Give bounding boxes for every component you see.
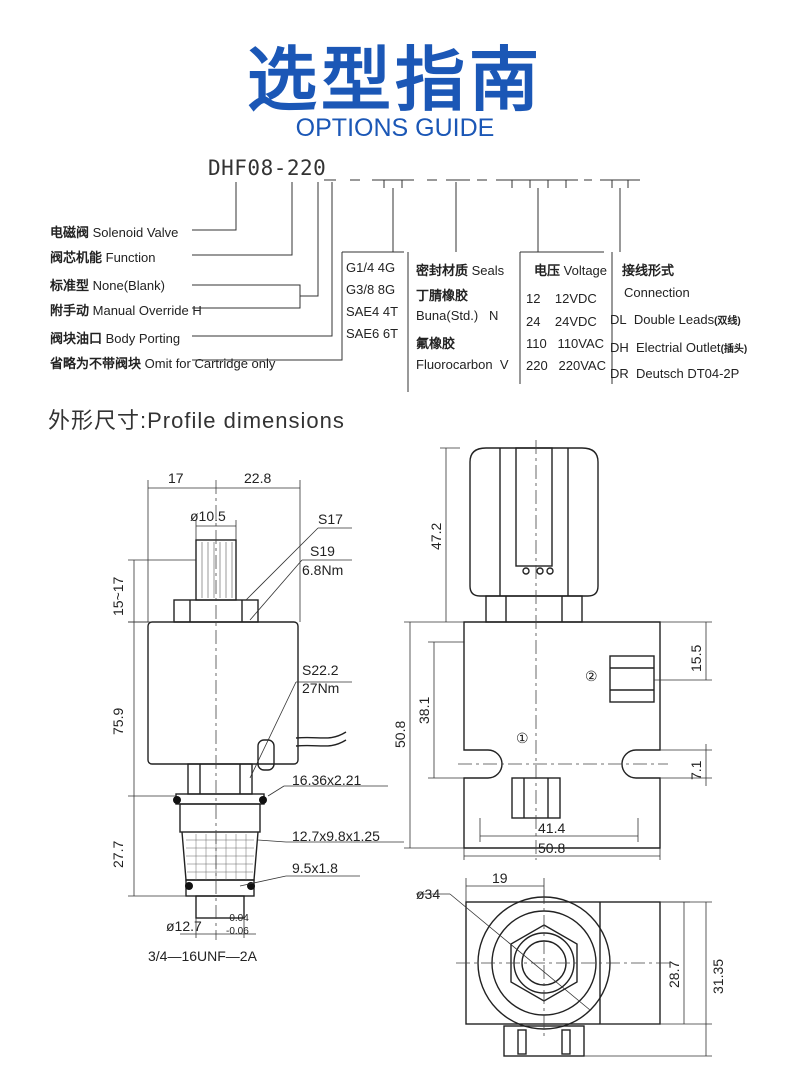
seal-item: Fluorocarbon V [416, 357, 509, 372]
porting-item: G3/8 8G [346, 282, 396, 297]
page-title-cn: 选型指南 [247, 39, 543, 121]
port-2-label: ② [585, 668, 598, 684]
model-code: DHF08-220 [208, 156, 327, 180]
dim-tolerance: -0.06 [226, 926, 249, 937]
dim-label: 22.8 [244, 470, 272, 486]
option-cartridge: 省略为不带阀块 Omit for Cartridge only [50, 356, 276, 371]
seal-item-cn: 氟橡胶 [416, 336, 456, 351]
dim-label: 17 [168, 470, 184, 486]
dim-label: S19 [310, 543, 335, 559]
dim-label: 3/4—16UNF—2A [148, 948, 257, 964]
voltage-item: 12 12VDC [526, 291, 597, 306]
seal-item: Buna(Std.) N [416, 308, 499, 323]
profile-title: 外形尺寸:Profile dimensions [48, 408, 345, 433]
dim-label: 9.5x1.8 [292, 860, 338, 876]
option-porting: 阀块油口 Body Porting [50, 331, 181, 346]
dim-label: 16.36x2.21 [292, 772, 362, 788]
dim-label: ø12.7 [166, 918, 202, 934]
dim-label: 6.8Nm [302, 562, 344, 578]
dim-label: 7.1 [688, 760, 704, 780]
connection-title-en: Connection [624, 285, 690, 300]
porting-item: G1/4 4G [346, 260, 396, 275]
option-solenoid: 电磁阀 Solenoid Valve [50, 225, 179, 240]
dim-label: 15~17 [110, 576, 126, 616]
dim-label: 19 [492, 870, 508, 886]
dim-label: 27Nm [302, 680, 340, 696]
dim-label: 50.8 [392, 720, 408, 748]
voltage-item: 220 220VAC [526, 358, 606, 373]
dim-label: 28.7 [666, 960, 682, 988]
seal-item-cn: 丁腈橡胶 [416, 288, 469, 303]
dim-label: 27.7 [110, 840, 126, 868]
dim-label: 38.1 [416, 696, 432, 724]
dim-label: S17 [318, 511, 343, 527]
dim-label: S22.2 [302, 662, 339, 678]
port-1-label: ① [516, 730, 529, 746]
option-function: 阀芯机能 Function [50, 250, 156, 265]
porting-item: SAE6 6T [346, 326, 399, 341]
dim-label: 15.5 [688, 644, 704, 672]
option-manual: 附手动 Manual Override H [50, 303, 202, 318]
connection-item: DL Double Leads(双线) [610, 312, 741, 327]
dim-label: 31.35 [710, 958, 726, 994]
page-title-en: OPTIONS GUIDE [295, 114, 495, 142]
dim-label: 12.7x9.8x1.25 [292, 828, 380, 844]
voltage-title: 电压 Voltage [534, 263, 608, 278]
dim-label: ø10.5 [190, 508, 226, 524]
dim-label: ø34 [416, 886, 441, 902]
dim-tolerance: -0.04 [226, 913, 249, 924]
connection-item: DH Electrial Outlet(插头) [610, 340, 748, 355]
voltage-item: 110 110VAC [526, 336, 605, 351]
dim-label: 47.2 [428, 522, 444, 550]
connection-title: 接线形式 [622, 263, 675, 278]
dim-label: 50.8 [538, 840, 566, 856]
dim-label: 41.4 [538, 820, 566, 836]
option-none: 标准型 None(Blank) [50, 278, 165, 293]
porting-item: SAE4 4T [346, 304, 399, 319]
seals-title: 密封材质 Seals [416, 263, 505, 278]
connection-item: DR Deutsch DT04-2P [610, 366, 740, 381]
dim-label: 75.9 [110, 707, 126, 735]
voltage-item: 24 24VDC [526, 314, 597, 329]
